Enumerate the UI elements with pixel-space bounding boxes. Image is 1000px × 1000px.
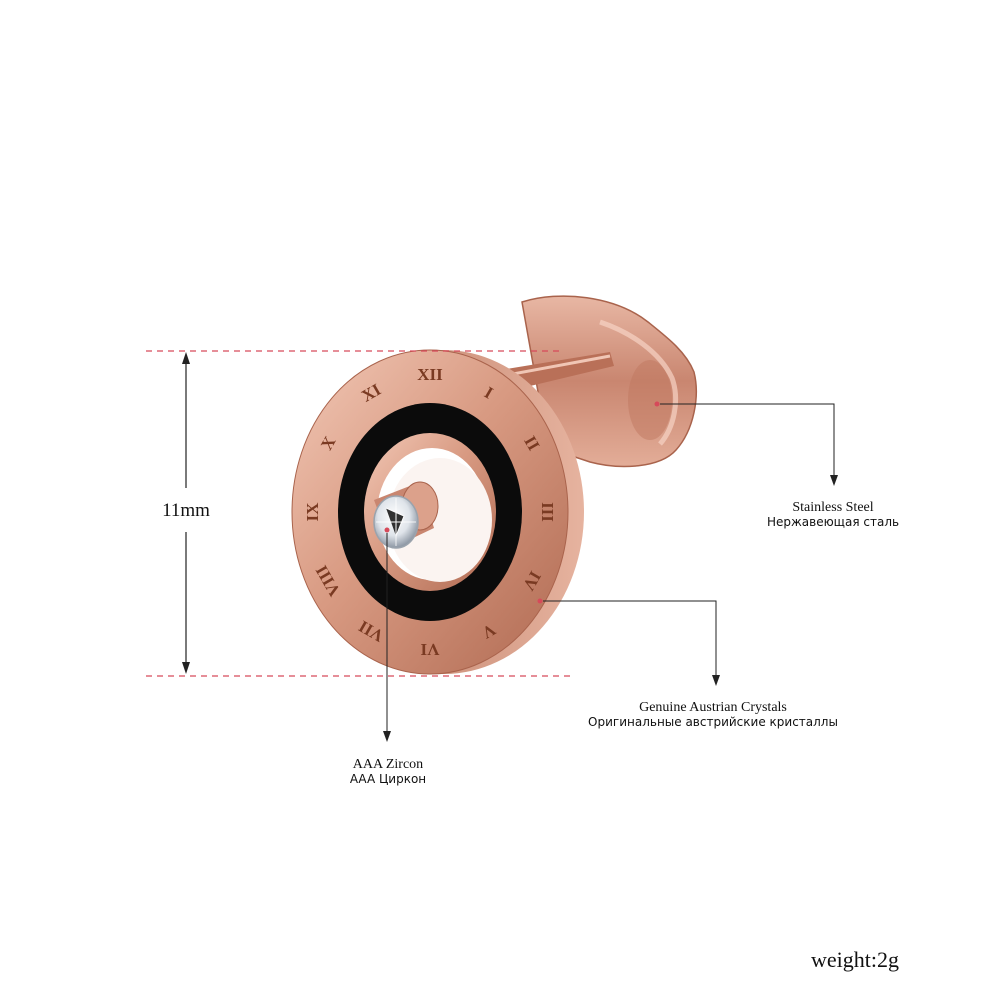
dimension-label: 11mm [162,500,210,521]
callout-crystals-en: Genuine Austrian Crystals [639,700,787,715]
callout-steel-ru: Нержавеющая сталь [767,515,899,529]
weight-label: weight:2g [811,947,899,972]
callout-zircon-leader [383,527,391,742]
callout-steel-leader [654,401,838,486]
dimension-guides [146,350,572,677]
callout-zircon-ru: AAA Циркон [350,772,426,786]
dial-numeral-xii: XII [417,365,443,384]
earring-back-clasp [521,295,697,468]
callout-steel-en: Stainless Steel [792,500,873,515]
callout-crystals-leader [537,598,720,686]
callout-zircon-en: AAA Zircon [353,757,423,772]
crystal-setting [373,481,439,549]
dial-numeral-vi: VI [420,640,439,659]
callout-crystals-ru: Оригинальные австрийские кристаллы [588,715,838,729]
earring-post [500,352,614,392]
dial-numeral-iii: III [538,502,557,522]
dial-numeral-ix: IX [303,502,322,522]
